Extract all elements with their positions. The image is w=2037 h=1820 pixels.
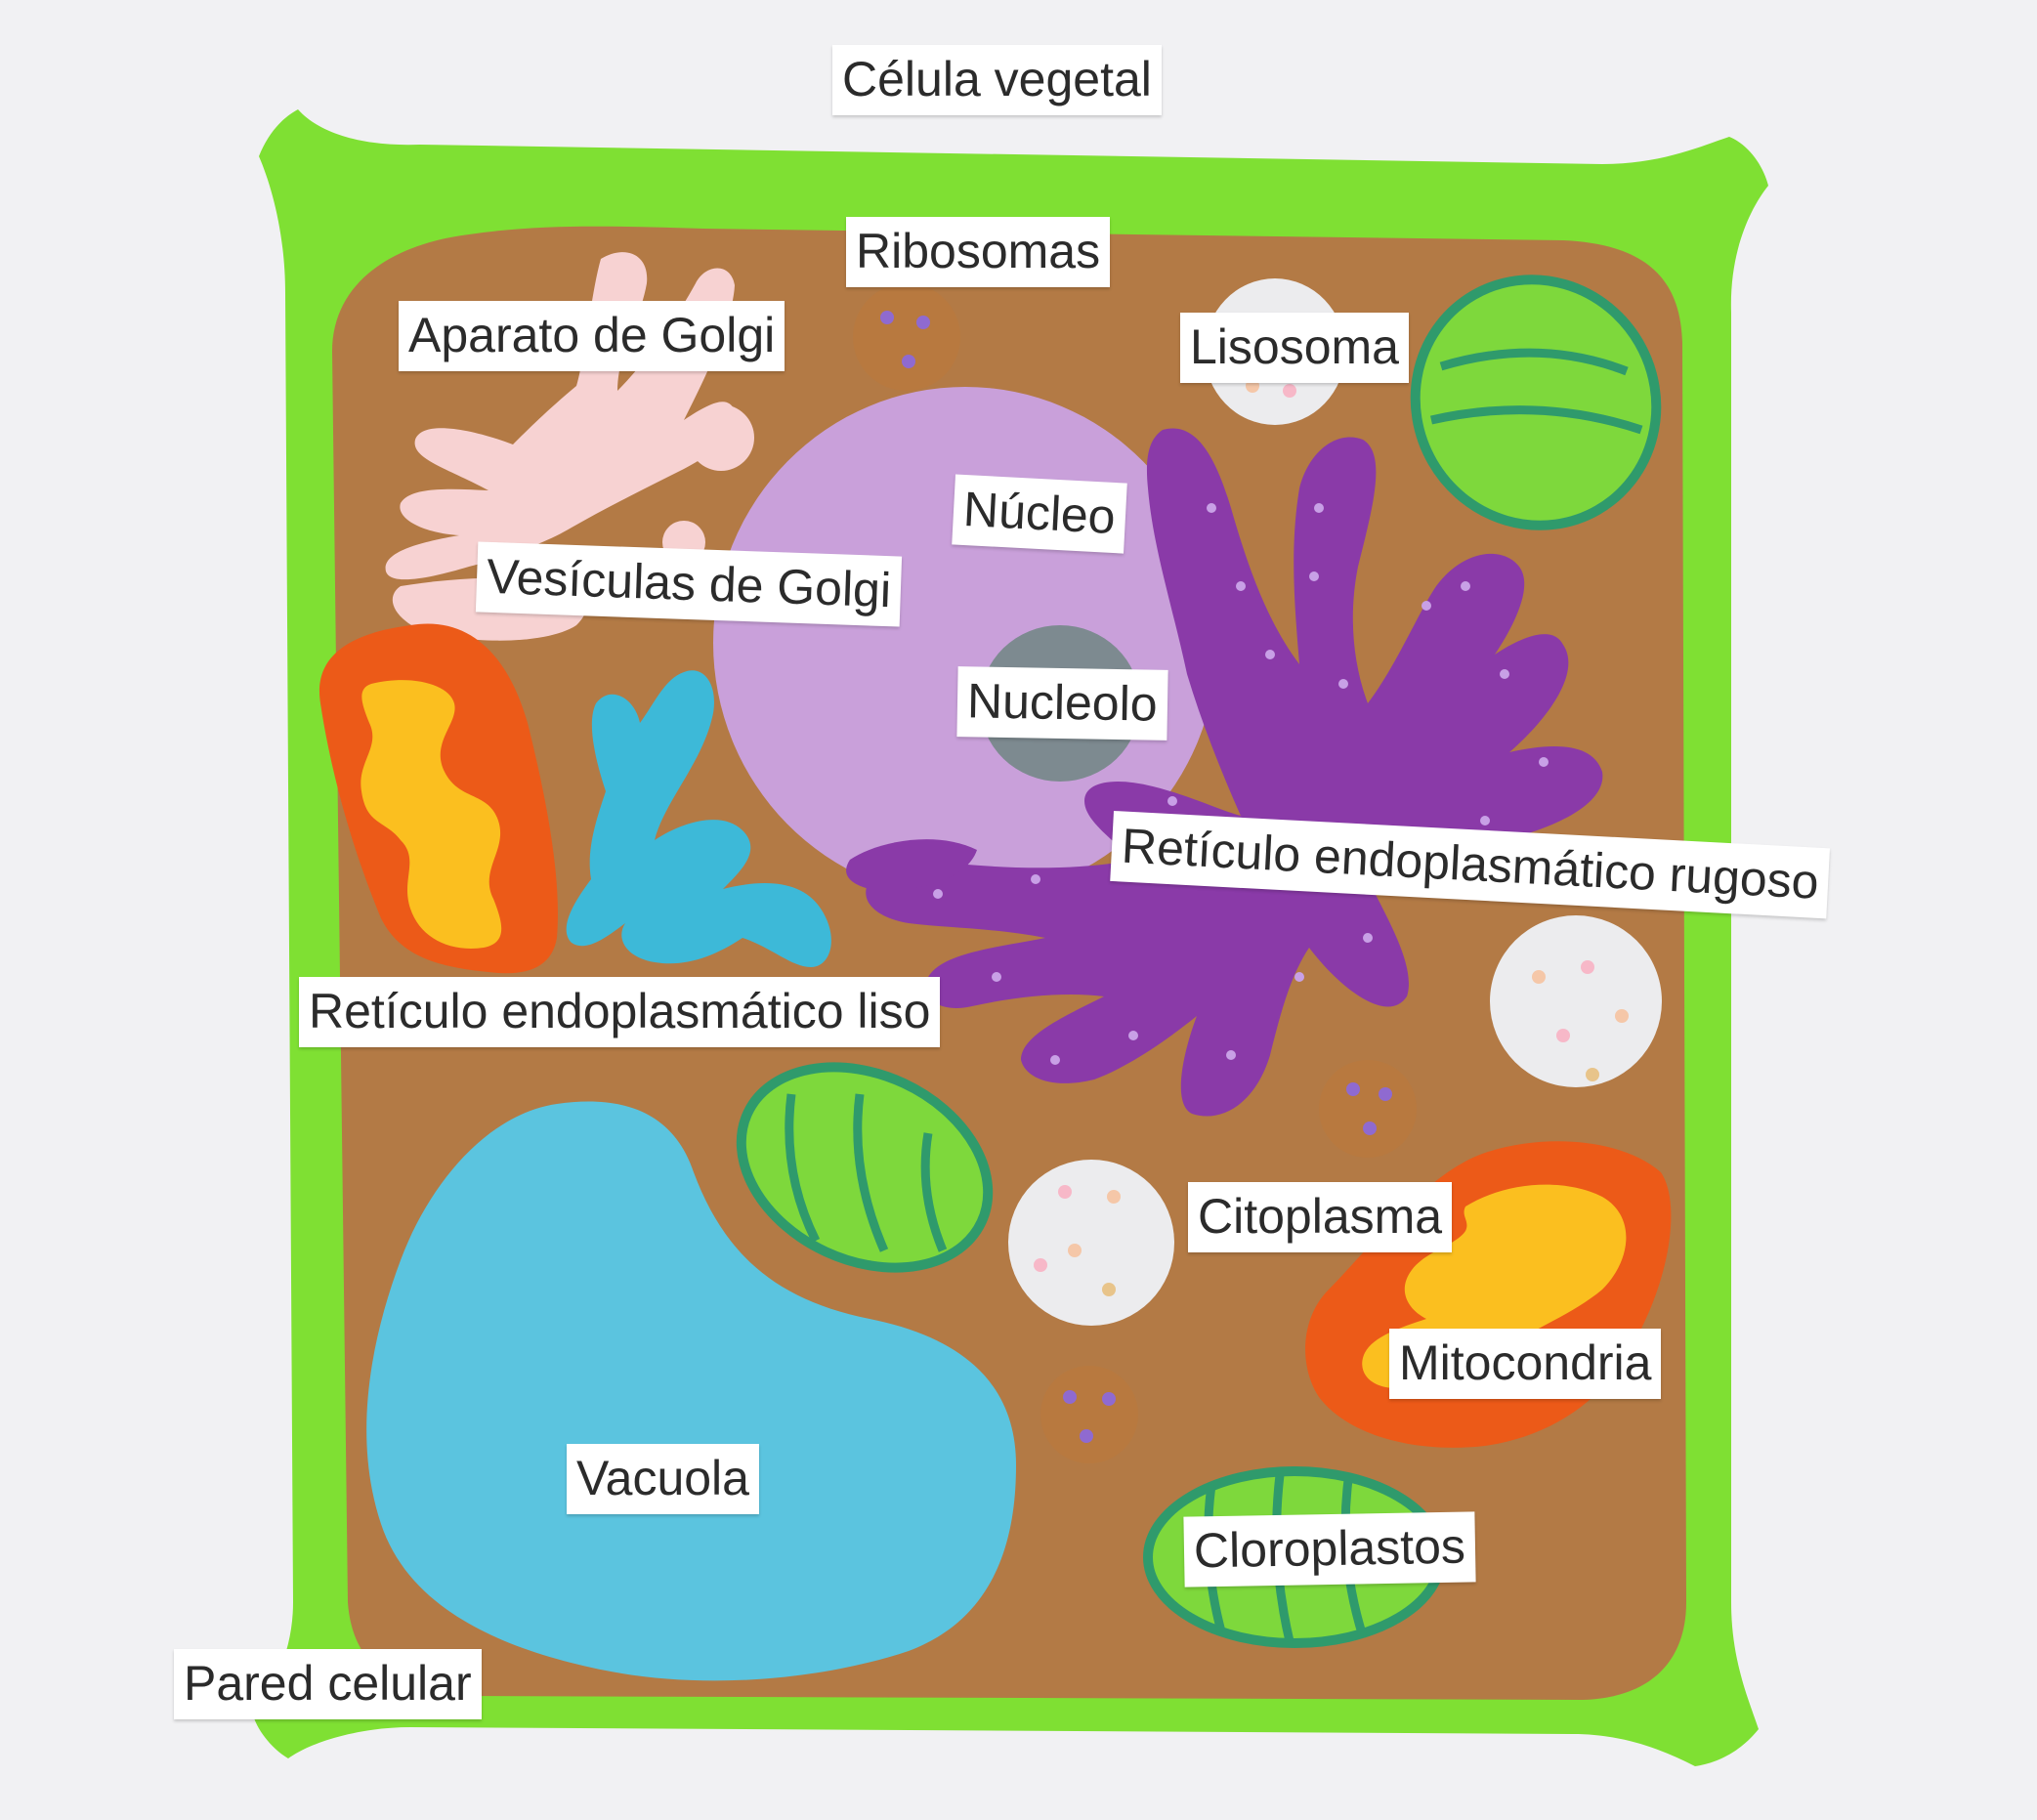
nucleolo-label: Nucleolo [956, 666, 1168, 741]
lysosome [1008, 1160, 1174, 1326]
ribosomas-label: Ribosomas [846, 217, 1111, 287]
pared-celular-label: Pared celular [174, 1649, 482, 1719]
chloroplast [1410, 275, 1662, 530]
chloroplast [736, 1062, 994, 1273]
title-label: Célula vegetal [832, 45, 1162, 115]
smooth-endoplasmic-reticulum [566, 670, 831, 967]
lysosome [1490, 915, 1662, 1087]
ribosome [1040, 1366, 1138, 1463]
mitocondria-label: Mitocondria [1389, 1329, 1662, 1399]
ribosome [853, 283, 960, 391]
vacuole [366, 1101, 1016, 1681]
lisosoma-label: Lisosoma [1180, 313, 1409, 383]
reticulo-liso-label: Retículo endoplasmático liso [299, 977, 941, 1047]
cloroplastos-label: Cloroplastos [1183, 1511, 1476, 1587]
rough-endoplasmic-reticulum [846, 428, 1603, 1117]
aparato-golgi-label: Aparato de Golgi [399, 301, 785, 371]
vesiculas-golgi-label: Vesículas de Golgi [475, 541, 903, 627]
ribosome [1319, 1060, 1417, 1158]
mitochondria [318, 623, 558, 974]
citoplasma-label: Citoplasma [1188, 1182, 1453, 1252]
nucleo-label: Núcleo [952, 474, 1127, 554]
vacuola-label: Vacuola [567, 1444, 759, 1514]
rough-er-dots [933, 503, 1549, 1065]
